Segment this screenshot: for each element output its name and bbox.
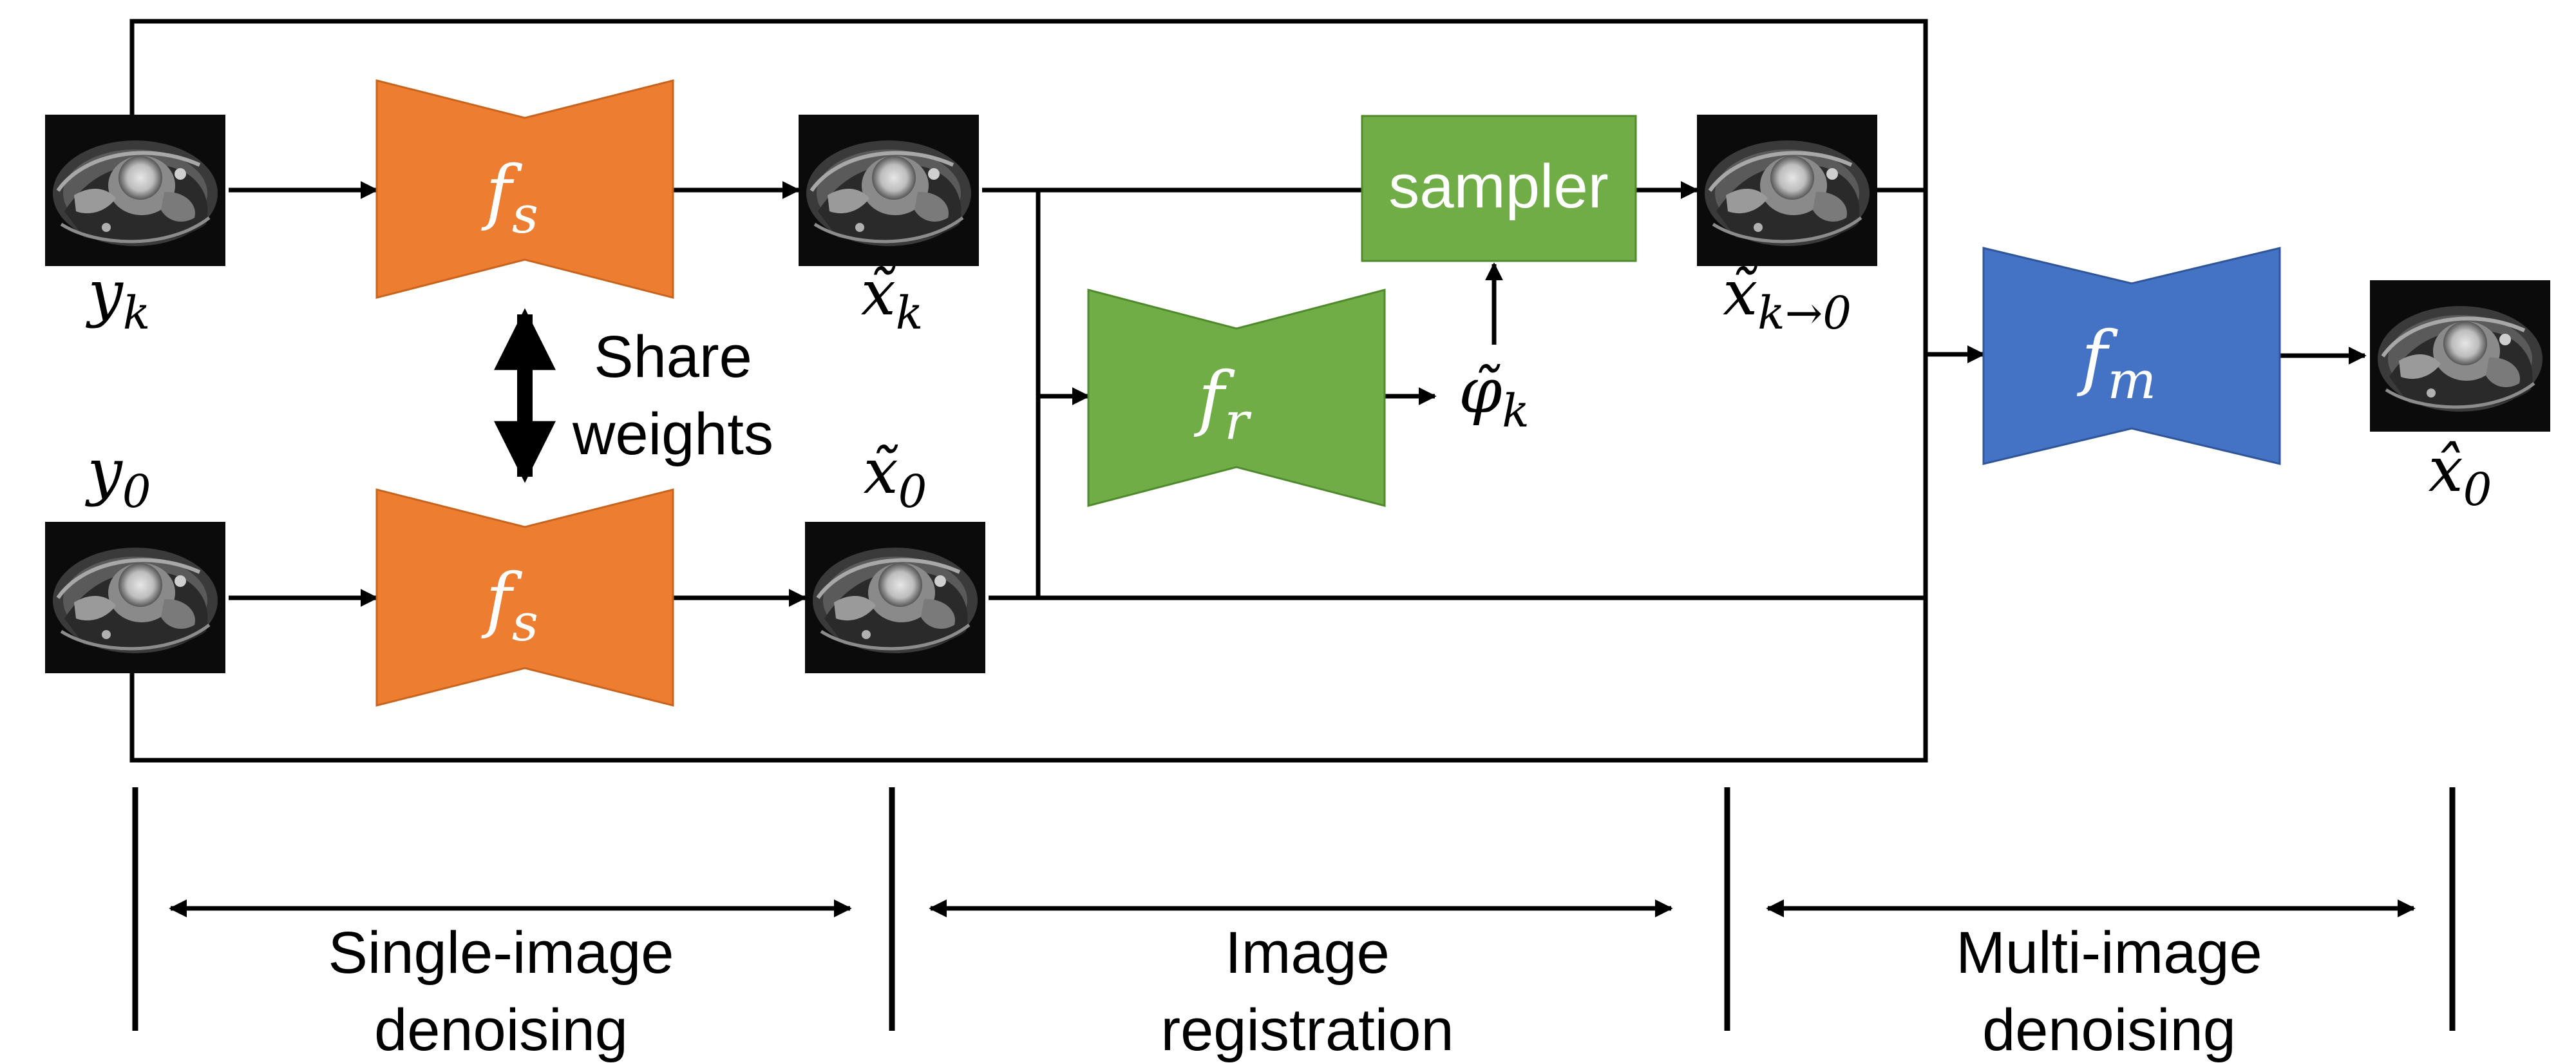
share-weights-line1: Share (594, 324, 752, 390)
symbol-x-tilde-0: x̃0 (864, 436, 927, 518)
stage-label-single: Single-image (328, 920, 674, 986)
stage-label-multi: denoising (1982, 997, 2236, 1063)
fr-network (1087, 289, 1386, 507)
mri-thumbnail-x0 (805, 522, 985, 673)
symbol-x-tilde-k: x̃k (861, 257, 923, 340)
symbol-y-0: y0 (85, 436, 151, 518)
mri-thumbnail-xk-to-0 (1697, 115, 1877, 266)
symbol-y-k: yk (86, 257, 151, 340)
mri-thumbnail-y0 (45, 522, 225, 673)
symbol-phi-tilde-k: φ̃k (1459, 355, 1530, 437)
fs-bottom-network (375, 488, 674, 707)
mri-thumbnail-xhat0 (2370, 280, 2550, 432)
fs-top-label: fs (481, 150, 538, 245)
symbol-x-hat-0: x̂0 (2429, 434, 2492, 516)
frame-line (129, 19, 1928, 763)
fm-network (1982, 247, 2281, 465)
stage-label-single: denoising (374, 997, 628, 1063)
fs-top-network (375, 79, 674, 299)
symbol-x-tilde-k-to-0: x̃k→0 (1723, 257, 1852, 340)
mri-thumbnail-yk (45, 115, 225, 266)
stage-label-registration: Image (1225, 920, 1390, 986)
share-weights-line2: weights (572, 401, 773, 467)
stage-label-registration: registration (1160, 997, 1454, 1063)
mri-thumbnail-xk (799, 115, 979, 266)
sampler-label: sampler (1388, 152, 1608, 221)
fr-label: fr (1194, 356, 1253, 451)
stage-label-multi: Multi-image (1956, 920, 2262, 986)
sampler-block (1361, 115, 1637, 262)
